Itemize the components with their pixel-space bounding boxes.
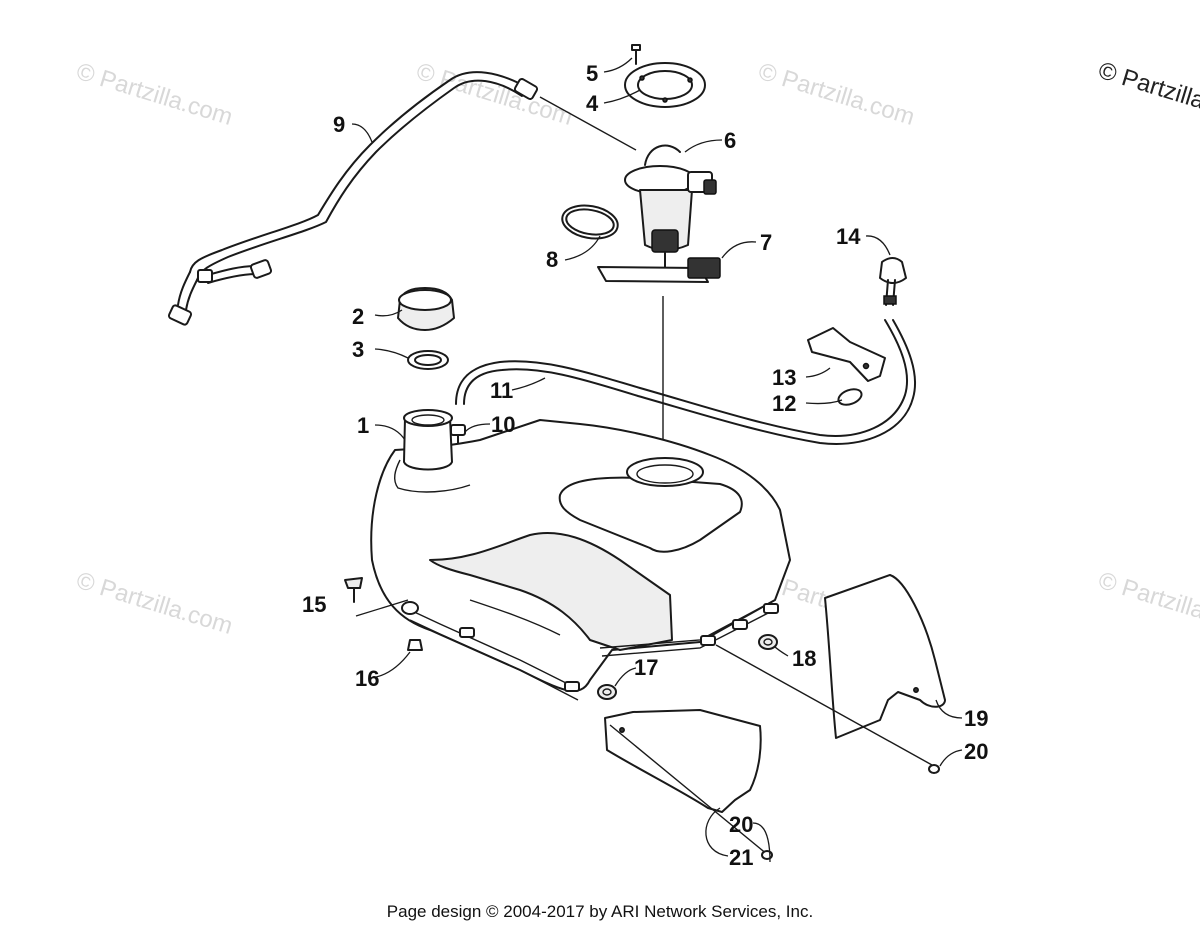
fuel-cap-part [397, 287, 455, 331]
callout-7: 7 [760, 230, 772, 255]
grommet-part-17 [597, 684, 617, 700]
callout-15: 15 [302, 592, 326, 617]
gasket-plate-part [624, 62, 706, 108]
connector-line [539, 96, 637, 151]
callout-18: 18 [792, 646, 816, 671]
heat-shield-left-part [604, 709, 769, 856]
o-ring-part [561, 204, 619, 240]
callout-21: 21 [729, 845, 753, 870]
clip-part [837, 388, 863, 406]
callout-2: 2 [352, 304, 364, 329]
callout-labels: 1 2 3 4 5 6 7 8 9 10 11 12 13 14 15 16 1… [302, 61, 988, 870]
tank-hose-part [455, 319, 917, 445]
rivet-part [344, 577, 409, 617]
grommet-part-18 [758, 634, 778, 650]
callout-8: 8 [546, 247, 558, 272]
callout-20-right: 20 [964, 739, 988, 764]
vent-hose-part [167, 71, 539, 326]
callout-6: 6 [724, 128, 736, 153]
callout-17: 17 [634, 655, 658, 680]
nut-part [407, 639, 423, 651]
callout-20-left: 20 [729, 812, 753, 837]
callout-14: 14 [836, 224, 861, 249]
screw-part [631, 44, 641, 65]
heat-shield-right-part [715, 574, 946, 766]
watermark: © Partzilla.com [755, 58, 918, 131]
callout-4: 4 [586, 91, 599, 116]
screw-20-right [928, 764, 940, 774]
level-sender-part [597, 257, 721, 283]
fuel-tank-part [370, 409, 791, 701]
corner-watermark: © Partzilla [1095, 57, 1200, 115]
callout-16: 16 [355, 666, 379, 691]
watermark: © Partzilla.com [1095, 567, 1200, 640]
callout-19: 19 [964, 706, 988, 731]
callout-13: 13 [772, 365, 796, 390]
vent-valve-part [879, 257, 907, 306]
callout-1: 1 [357, 413, 369, 438]
copyright-footer: Page design © 2004-2017 by ARI Network S… [386, 902, 814, 921]
watermark: © Partzilla.com [413, 58, 576, 131]
callout-12: 12 [772, 391, 796, 416]
callout-3: 3 [352, 337, 364, 362]
seal-ring-part [407, 350, 449, 370]
leader-lines [351, 57, 963, 863]
callout-5: 5 [586, 61, 598, 86]
callout-10: 10 [491, 412, 515, 437]
callout-11: 11 [490, 378, 513, 403]
callout-9: 9 [333, 112, 345, 137]
bracket-part [807, 327, 886, 382]
watermark: © Partzilla.com [73, 58, 236, 131]
watermark: © Partzilla.com [73, 567, 236, 640]
fuel-pump-part [624, 144, 717, 269]
